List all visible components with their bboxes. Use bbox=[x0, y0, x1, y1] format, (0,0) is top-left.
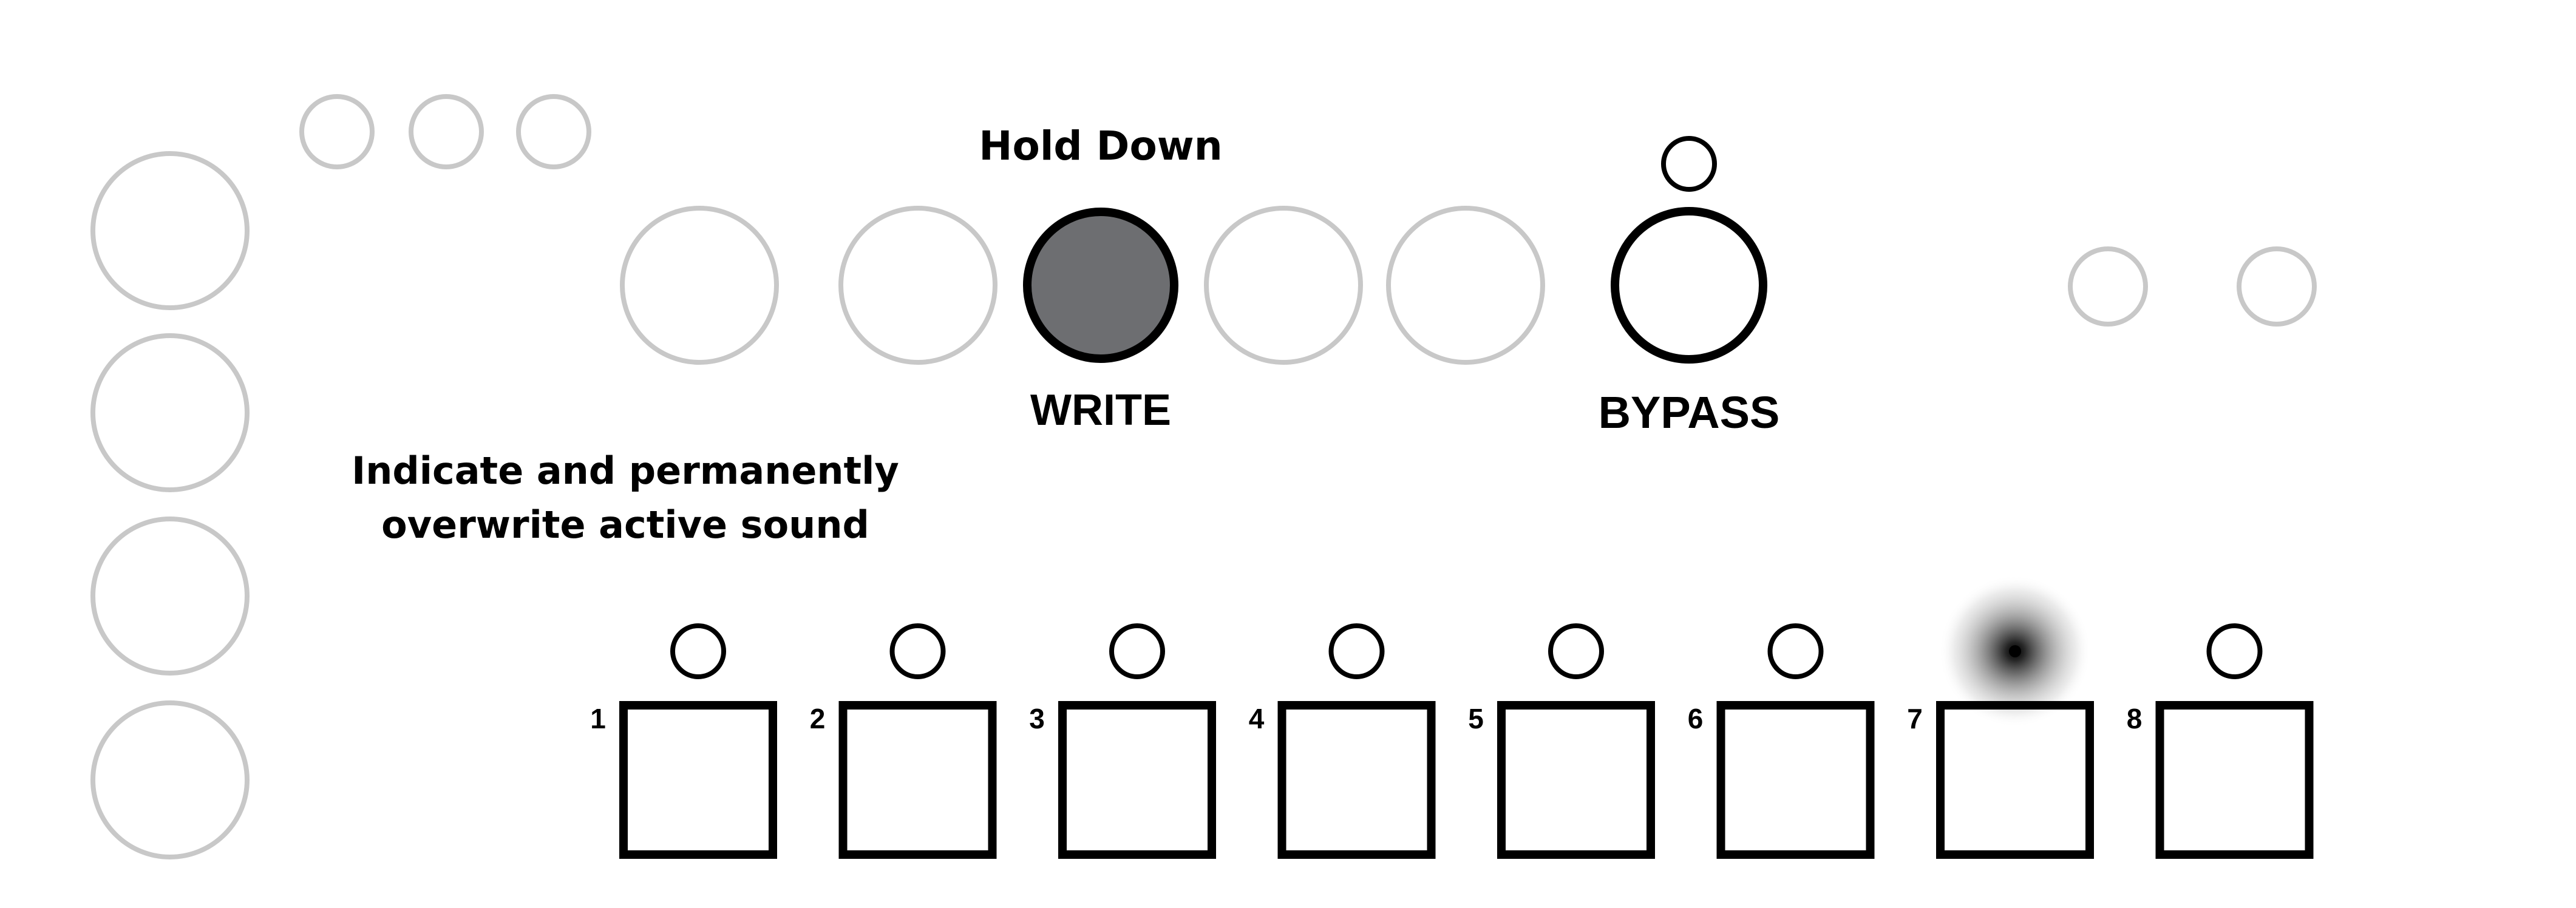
preset-button[interactable] bbox=[1277, 701, 1436, 859]
write-knob-pressed[interactable] bbox=[1023, 208, 1178, 363]
preset-led-core bbox=[2009, 645, 2021, 657]
preset-button[interactable] bbox=[1936, 701, 2094, 859]
knob-left-3[interactable] bbox=[90, 517, 250, 676]
knob-top-5[interactable] bbox=[1386, 206, 1545, 365]
left-knob-column bbox=[90, 151, 250, 859]
preset-2: 2 bbox=[810, 623, 997, 859]
small-knob-2[interactable] bbox=[409, 94, 484, 169]
preset-number-label: 3 bbox=[1029, 703, 1045, 734]
right-small-knobs bbox=[2068, 246, 2317, 327]
preset-button[interactable] bbox=[2155, 701, 2314, 859]
knob-left-4[interactable] bbox=[90, 700, 250, 859]
top-knob-row bbox=[620, 206, 1545, 365]
preset-3: 3 bbox=[1029, 623, 1216, 859]
knob-left-1[interactable] bbox=[90, 151, 250, 310]
preset-7: 7 bbox=[1907, 575, 2094, 859]
preset-4: 4 bbox=[1249, 623, 1436, 859]
preset-number-label: 4 bbox=[1249, 703, 1265, 734]
preset-1: 1 bbox=[590, 623, 777, 859]
preset-number-label: 2 bbox=[810, 703, 826, 734]
preset-number-label: 8 bbox=[2127, 703, 2143, 734]
preset-led bbox=[670, 623, 726, 679]
description-line-1: Indicate and permanently bbox=[352, 449, 899, 493]
preset-button[interactable] bbox=[619, 701, 777, 859]
preset-button-row: 1 2 3 4 5 6 7 8 bbox=[590, 575, 2314, 859]
preset-led bbox=[1109, 623, 1165, 679]
right-knob-1[interactable] bbox=[2068, 246, 2148, 327]
preset-led bbox=[1767, 623, 1824, 679]
small-knob-1[interactable] bbox=[299, 94, 375, 169]
write-label: WRITE bbox=[1030, 386, 1171, 435]
bypass-label: BYPASS bbox=[1599, 387, 1780, 438]
preset-button[interactable] bbox=[1058, 701, 1216, 859]
preset-6: 6 bbox=[1688, 623, 1875, 859]
knob-top-1[interactable] bbox=[620, 206, 779, 365]
bypass-group bbox=[1611, 136, 1767, 364]
top-small-knobs bbox=[299, 94, 591, 169]
preset-number-label: 6 bbox=[1688, 703, 1704, 734]
preset-number-label: 1 bbox=[590, 703, 606, 734]
preset-8: 8 bbox=[2127, 623, 2314, 859]
bypass-led bbox=[1661, 136, 1717, 192]
preset-led bbox=[889, 623, 946, 679]
preset-button[interactable] bbox=[838, 701, 997, 859]
knob-top-4[interactable] bbox=[1204, 206, 1363, 365]
preset-number-label: 7 bbox=[1907, 703, 1923, 734]
preset-number-label: 5 bbox=[1468, 703, 1484, 734]
preset-button[interactable] bbox=[1497, 701, 1655, 859]
bypass-footswitch[interactable] bbox=[1611, 207, 1767, 364]
description-line-2: overwrite active sound bbox=[381, 503, 869, 547]
small-knob-3[interactable] bbox=[516, 94, 591, 169]
preset-led bbox=[1328, 623, 1385, 679]
right-knob-2[interactable] bbox=[2237, 246, 2317, 327]
knob-left-2[interactable] bbox=[90, 333, 250, 492]
preset-button[interactable] bbox=[1716, 701, 1875, 859]
preset-led bbox=[1548, 623, 1604, 679]
preset-5: 5 bbox=[1468, 623, 1655, 859]
knob-top-2[interactable] bbox=[838, 206, 997, 365]
hold-down-label: Hold Down bbox=[979, 123, 1223, 169]
preset-led bbox=[2206, 623, 2263, 679]
